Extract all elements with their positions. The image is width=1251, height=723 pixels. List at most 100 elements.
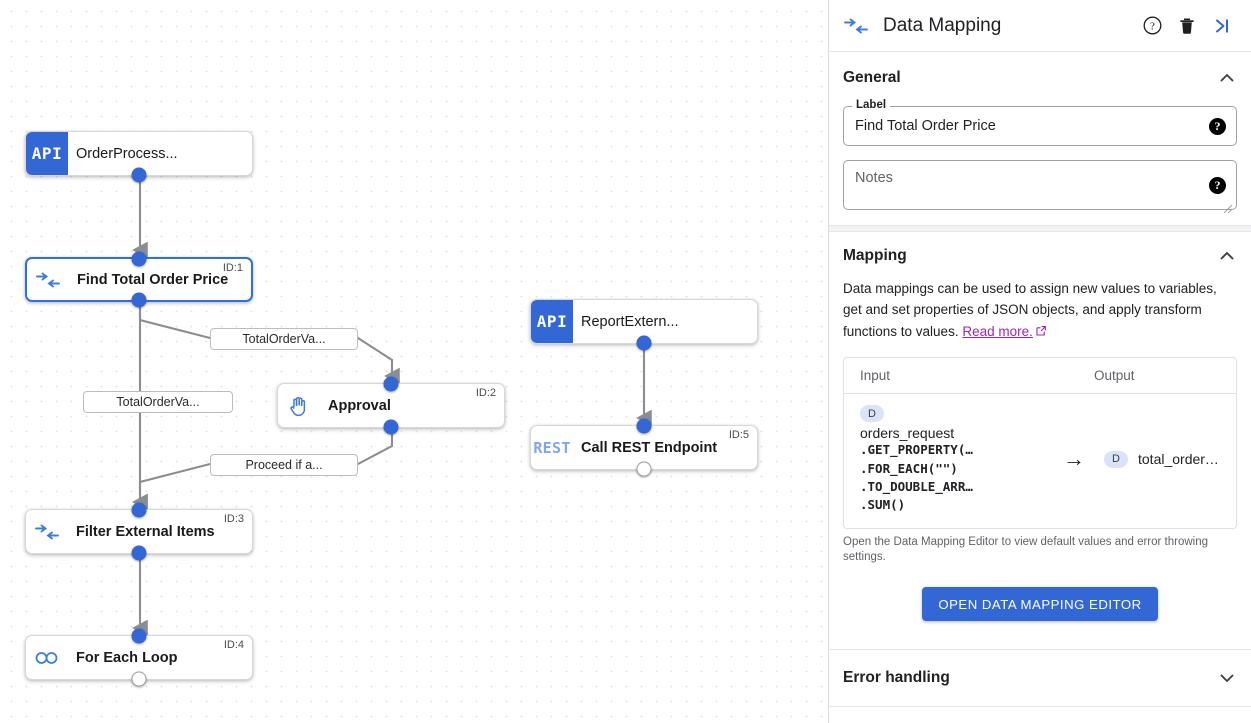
mapping-input-cell: D orders_request .GET_PROPERTY(… .FOR_EA…	[844, 404, 1044, 515]
hand-icon	[278, 384, 320, 427]
mapping-output-cell: D total_order…	[1104, 450, 1236, 468]
mapping-hint-text: Open the Data Mapping Editor to view def…	[843, 536, 1209, 564]
properties-panel: Data Mapping ?	[828, 0, 1251, 723]
error-handling-section-title: Error handling	[843, 669, 950, 687]
mapping-button-row: OPEN DATA MAPPING EDITOR	[843, 587, 1237, 622]
input-variable-name: orders_request	[860, 425, 955, 442]
general-section-title: General	[843, 69, 901, 86]
node-for-each-loop[interactable]: For Each Loop ID:4	[25, 628, 253, 687]
input-expression-line: .FOR_EACH("")	[860, 460, 958, 476]
node-port-bottom[interactable]	[636, 335, 652, 351]
node-port-bottom[interactable]	[636, 461, 652, 477]
api-node-reportextern[interactable]: API ReportExtern...	[530, 299, 758, 351]
node-port-top[interactable]	[636, 418, 652, 434]
page-title: Data Mapping	[883, 14, 1002, 36]
edge-label-totalordervalue-left[interactable]: TotalOrderVa...	[83, 391, 233, 413]
notes-resize-handle[interactable]	[1223, 201, 1233, 214]
read-more-link[interactable]: Read more.	[962, 323, 1033, 339]
mapping-section-header[interactable]: Mapping	[843, 246, 1237, 266]
column-header-input: Input	[860, 367, 891, 383]
node-label: Filter External Items	[76, 523, 215, 540]
notes-textarea[interactable]	[843, 160, 1237, 210]
input-expression-line: .GET_PROPERTY(…	[860, 442, 973, 458]
api-node-orderprocess[interactable]: API OrderProcess...	[25, 131, 253, 183]
node-label: Find Total Order Price	[77, 271, 229, 288]
edge-label-totalordervalue-right[interactable]: TotalOrderVa...	[210, 328, 358, 350]
collapse-panel-icon[interactable]	[1207, 11, 1237, 41]
node-body: API ReportExtern...	[531, 300, 757, 343]
help-icon[interactable]: ?	[1137, 11, 1167, 41]
delete-icon[interactable]	[1172, 11, 1202, 41]
node-call-rest-endpoint[interactable]: REST Call REST Endpoint ID:5	[530, 418, 758, 477]
notes-help-icon[interactable]: ?	[1209, 177, 1226, 194]
chevron-up-icon[interactable]	[1217, 246, 1237, 266]
section-divider	[829, 225, 1251, 232]
column-header-output: Output	[1094, 367, 1135, 383]
edge-label-text: TotalOrderVa...	[116, 395, 200, 409]
data-mapping-icon	[26, 510, 68, 553]
label-help-icon[interactable]: ?	[1209, 118, 1226, 135]
node-id-tag: ID:1	[222, 262, 243, 274]
node-body: Find Total Order Price	[27, 259, 251, 300]
input-type-chip: D	[860, 405, 884, 423]
mapping-section-title: Mapping	[843, 247, 907, 264]
node-port-top[interactable]	[383, 376, 399, 392]
rest-badge-icon: REST	[533, 438, 571, 457]
label-field-legend: Label	[852, 99, 891, 111]
edge-layer	[132, 176, 652, 637]
node-label: Approval	[328, 397, 391, 414]
mapping-arrow-icon: →	[1063, 446, 1085, 472]
label-field-wrapper: Label ?	[843, 99, 1237, 146]
mapping-table: Input Output D orders_request .GET_PROPE…	[843, 356, 1237, 530]
chevron-up-icon[interactable]	[1217, 68, 1237, 88]
output-variable-name: total_order…	[1138, 451, 1219, 468]
node-port-bottom[interactable]	[131, 671, 147, 687]
notes-field-wrapper: ?	[843, 160, 1237, 215]
input-expression-line: .TO_DOUBLE_ARR…	[860, 478, 973, 494]
section-divider	[829, 706, 1251, 708]
node-id-tag: ID:3	[223, 513, 244, 525]
node-id-tag: ID:2	[475, 387, 496, 399]
node-id-tag: ID:5	[728, 429, 749, 441]
node-port-top[interactable]	[131, 628, 147, 644]
node-port-top[interactable]	[131, 502, 147, 518]
svg-text:?: ?	[1150, 21, 1155, 33]
node-id-tag: ID:4	[223, 639, 244, 651]
node-port-bottom[interactable]	[131, 292, 147, 308]
data-mapping-icon	[27, 259, 69, 300]
node-approval[interactable]: Approval ID:2	[277, 376, 505, 435]
mapping-table-header: Input Output	[844, 358, 1236, 394]
mapping-section: Mapping Data mappings can be used to ass…	[829, 232, 1251, 649]
node-label: OrderProcess...	[76, 145, 178, 162]
open-data-mapping-editor-button[interactable]: OPEN DATA MAPPING EDITOR	[922, 587, 1158, 622]
node-find-total-order-price[interactable]: Find Total Order Price ID:1	[25, 251, 253, 308]
infinity-icon	[26, 636, 68, 679]
chevron-down-icon[interactable]	[1217, 668, 1237, 688]
node-body: API OrderProcess...	[26, 132, 252, 175]
input-expression-line: .SUM()	[860, 497, 906, 513]
api-badge-icon: API	[26, 132, 68, 175]
node-body: Filter External Items	[26, 510, 252, 553]
node-body: REST Call REST Endpoint	[531, 426, 757, 469]
node-port-top[interactable]	[131, 251, 147, 267]
mapping-table-row[interactable]: D orders_request .GET_PROPERTY(… .FOR_EA…	[844, 394, 1236, 529]
general-section: General Label ? ?	[829, 52, 1251, 225]
node-port-bottom[interactable]	[383, 419, 399, 435]
section-divider	[829, 649, 1251, 651]
mapping-description-text: Data mappings can be used to assign new …	[843, 281, 1217, 339]
external-link-icon[interactable]	[1035, 322, 1047, 343]
node-port-bottom[interactable]	[131, 167, 147, 183]
edge-label-text: Proceed if a...	[245, 458, 323, 472]
label-input[interactable]	[843, 106, 1237, 146]
edge-label-proceed[interactable]: Proceed if a...	[210, 454, 358, 476]
node-filter-external-items[interactable]: Filter External Items ID:3	[25, 502, 253, 561]
general-section-header[interactable]: General	[843, 68, 1237, 88]
flow-canvas[interactable]: TotalOrderVa... TotalOrderVa... Proceed …	[0, 0, 828, 723]
node-body: For Each Loop	[26, 636, 252, 679]
error-handling-section-header[interactable]: Error handling	[829, 650, 1251, 706]
output-type-chip: D	[1104, 450, 1128, 468]
node-label: ReportExtern...	[581, 313, 679, 330]
node-label: Call REST Endpoint	[581, 439, 718, 456]
node-port-bottom[interactable]	[131, 545, 147, 561]
